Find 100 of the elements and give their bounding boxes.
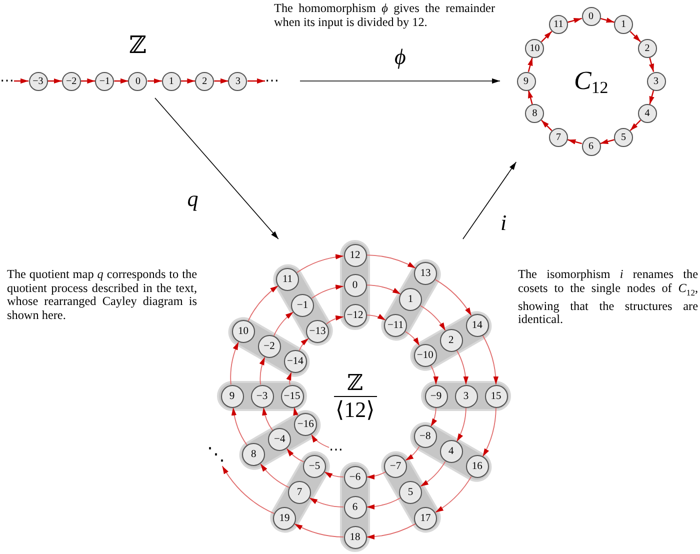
arrow (568, 18, 582, 24)
cayley-node: 1 (614, 15, 633, 34)
arrow (366, 497, 401, 510)
ellipsis: ⋯ (0, 76, 14, 86)
arrow (296, 254, 344, 273)
arrow (148, 78, 162, 84)
note-text: The homomorphism ϕ gives the remainder when its input is divided by 12. (274, 2, 495, 30)
arrow (262, 406, 274, 431)
coset-band (410, 422, 492, 482)
edge-label: q (187, 188, 198, 210)
arrow (366, 254, 416, 269)
arrow (230, 342, 239, 385)
arrow (286, 448, 304, 462)
group-label: C$_{12}$ (574, 68, 608, 97)
arrow (310, 434, 330, 448)
coset-band (272, 264, 332, 346)
arrow (311, 284, 344, 299)
arrow (366, 471, 386, 480)
cayley-node: 4 (638, 104, 657, 123)
arrow (430, 407, 437, 427)
arrow (300, 78, 500, 84)
arrow (649, 90, 654, 104)
edge-label: i (500, 212, 507, 234)
arrow (180, 78, 196, 84)
coset-band (238, 410, 321, 470)
arrow (114, 78, 128, 84)
cayley-node: −3 (28, 72, 48, 90)
arrow (630, 31, 641, 42)
arrow (434, 279, 472, 316)
ellipsis: ⋯ (329, 445, 343, 455)
arrow (541, 31, 552, 42)
note-text: The isomorphism i renames the cosets to the single nodes of C$_{12}$, showing that the structures are identical. (518, 268, 698, 327)
arrow (630, 120, 641, 131)
group-label: ℤ ⟨12⟩ (334, 372, 377, 420)
arrow (222, 466, 274, 514)
arrow (456, 407, 466, 442)
arrow (248, 285, 279, 322)
arrow (434, 476, 472, 513)
arrow (366, 314, 386, 321)
arrow (48, 78, 62, 84)
ellipsis: ⋯ (265, 76, 279, 86)
cayley-node: 9 (516, 72, 536, 90)
arrow (366, 523, 416, 540)
arrow (528, 58, 533, 72)
arrow (541, 120, 552, 131)
arrow (420, 460, 446, 487)
arrow (232, 407, 248, 446)
arrow (247, 78, 265, 84)
arrow (366, 284, 401, 295)
arrow (600, 138, 614, 144)
arrow (326, 316, 344, 324)
cayley-node: 10 (525, 39, 544, 58)
arrow (273, 312, 294, 336)
cayley-node: 6 (582, 136, 600, 156)
arrow (456, 350, 468, 385)
arrow (214, 78, 228, 84)
cayley-node: 3 (646, 72, 666, 90)
coset-band (380, 258, 440, 341)
cayley-node: 11 (549, 15, 568, 34)
cayley-node: 2 (195, 72, 214, 90)
coset-band (340, 240, 370, 330)
arrow (462, 162, 517, 240)
arrow (324, 471, 344, 478)
arrow (154, 98, 279, 240)
arrow (286, 372, 292, 386)
arrow (528, 90, 534, 104)
ellipsis: ⋱ (207, 444, 225, 466)
arrow (298, 338, 310, 352)
group-label: ℤ (129, 34, 147, 58)
arrow (404, 446, 420, 461)
cayley-node: 5 (614, 128, 633, 147)
arrow (482, 407, 496, 457)
coset-band (380, 451, 440, 534)
cayley-node: −2 (62, 72, 81, 90)
cayley-node: 3 (228, 72, 248, 90)
cayley-node: 1 (162, 72, 181, 90)
coset-band (217, 381, 307, 411)
cayley-node: 8 (525, 104, 544, 123)
cayley-node: 2 (638, 39, 657, 58)
cayley-node: 7 (549, 128, 568, 147)
cayley-node: 0 (582, 6, 600, 26)
arrow (80, 78, 96, 84)
arrow (648, 58, 654, 72)
coset-band (410, 310, 492, 370)
arrow (260, 463, 290, 488)
note-text: The quotient map q corresponds to the quotient process described in the text, whose rearranged Cayley diagram is shown here. (7, 268, 197, 322)
arrow (293, 406, 298, 416)
arrow (14, 78, 28, 84)
coset-band (340, 462, 370, 552)
cayley-node: −1 (95, 72, 114, 90)
cayley-node: 0 (128, 72, 148, 90)
coset-band (270, 451, 330, 534)
arrow (259, 356, 266, 386)
arrow (404, 331, 420, 346)
coset-band (421, 381, 511, 411)
arrow (482, 335, 498, 385)
arrow (420, 305, 446, 332)
edge-label: ϕ (394, 46, 406, 68)
arrow (294, 523, 344, 538)
arrow (568, 139, 582, 144)
